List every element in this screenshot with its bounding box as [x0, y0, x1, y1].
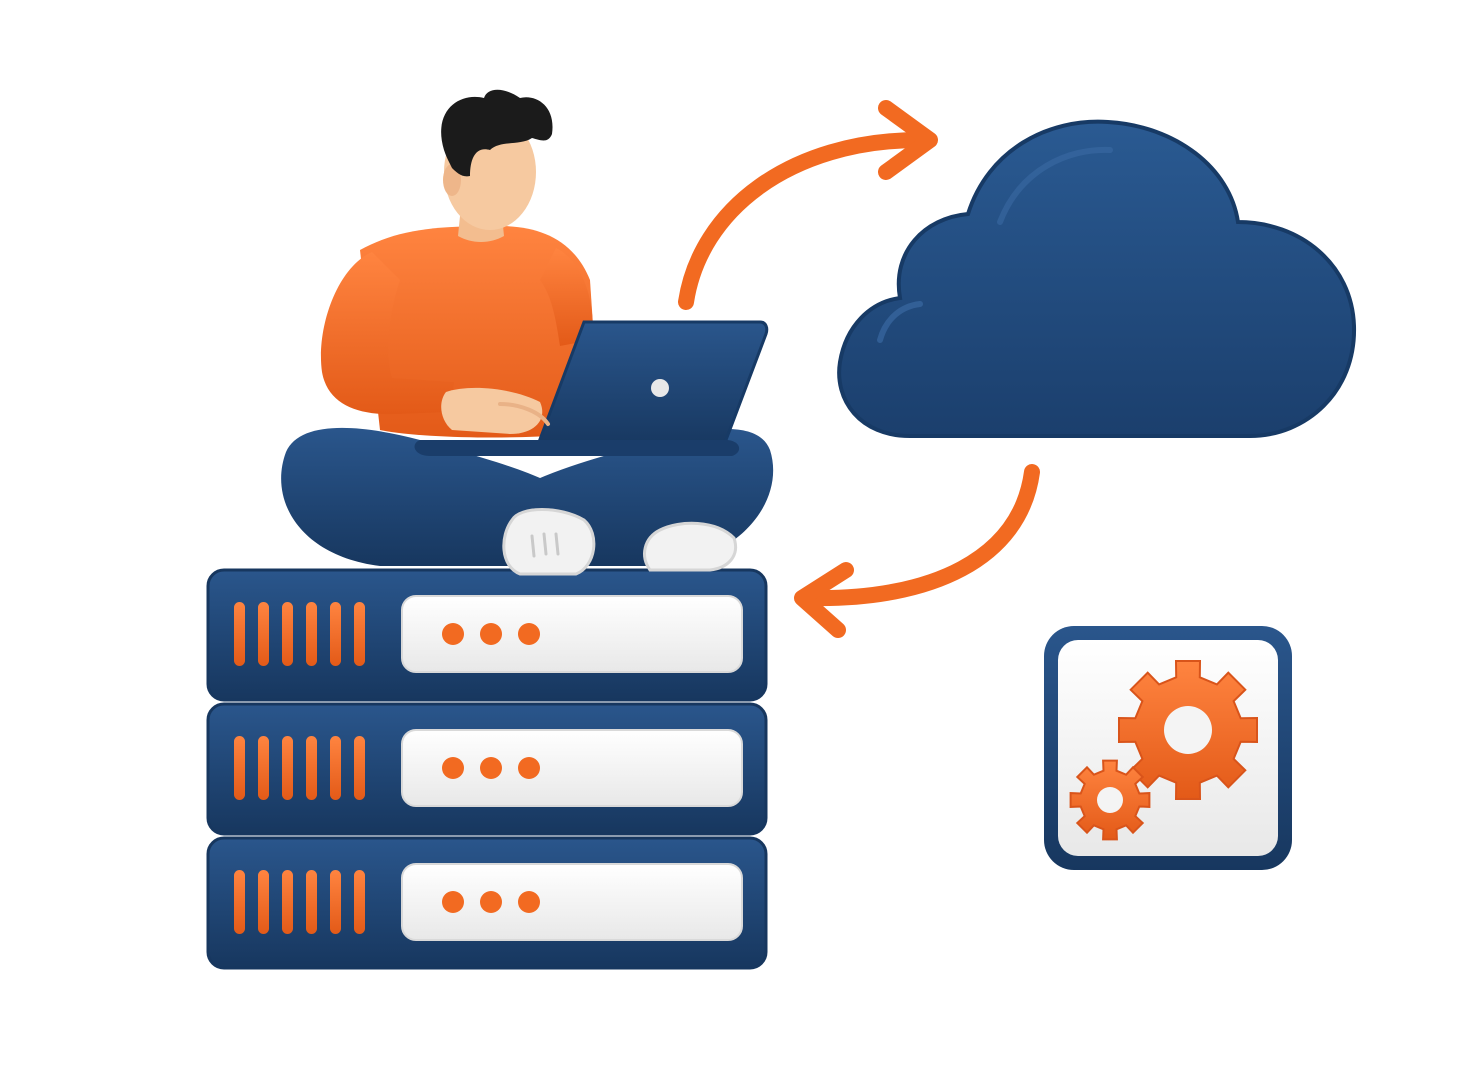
- server-panel: [401, 595, 743, 673]
- person-hair: [441, 89, 553, 177]
- laptop-logo: [651, 379, 669, 397]
- server-unit: [206, 836, 768, 970]
- server-vent: [234, 870, 365, 934]
- sync-arrow-up: [678, 100, 938, 310]
- server-indicator-dot: [518, 891, 540, 913]
- person-arm-left: [320, 252, 454, 415]
- person-shoe-left: [502, 508, 596, 576]
- server-unit: [206, 702, 768, 836]
- server-indicator-dot: [518, 623, 540, 645]
- server-stack: [206, 568, 768, 970]
- server-vent: [234, 736, 365, 800]
- server-indicator-dot: [442, 757, 464, 779]
- server-vent: [234, 602, 365, 666]
- person-fingers: [498, 402, 550, 426]
- server-indicator-dot: [480, 757, 502, 779]
- server-indicator-dot: [442, 623, 464, 645]
- sync-arrow-down: [794, 464, 1040, 638]
- server-panel: [401, 729, 743, 807]
- large-gear-icon: [1118, 660, 1258, 800]
- server-indicator-dot: [518, 757, 540, 779]
- server-indicator-dot: [442, 891, 464, 913]
- server-panel: [401, 863, 743, 941]
- person-hand: [441, 387, 543, 434]
- person-arm-right: [540, 248, 593, 346]
- server-indicator-dot: [480, 623, 502, 645]
- settings-tile: [1044, 626, 1292, 870]
- person-illustration: [281, 89, 774, 576]
- cloud-icon: [837, 119, 1357, 438]
- server-indicator-dot: [480, 891, 502, 913]
- laptop-icon: [414, 320, 769, 456]
- small-gear-icon: [1069, 759, 1151, 841]
- server-unit: [206, 568, 768, 702]
- person-shoe-right: [643, 521, 737, 572]
